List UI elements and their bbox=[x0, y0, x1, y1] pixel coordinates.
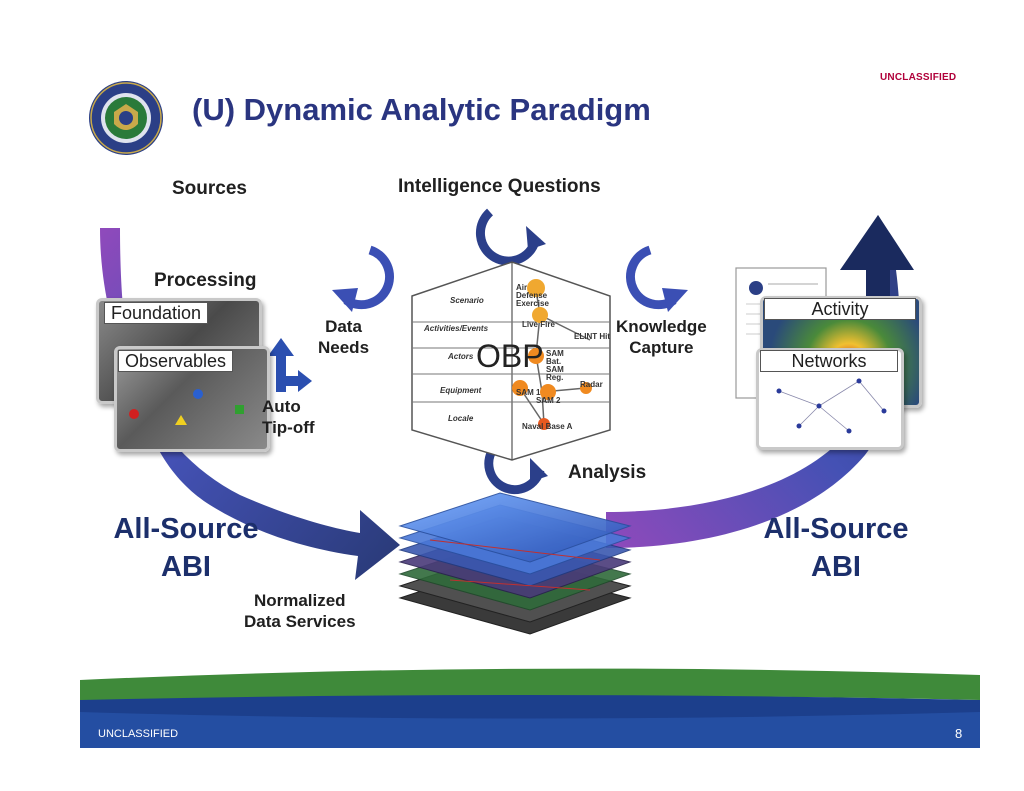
observable-marker-blue bbox=[193, 389, 203, 399]
left-flow-arrow bbox=[100, 228, 400, 580]
knowledge-capture-cycle-icon bbox=[626, 245, 688, 312]
analysis-label: Analysis bbox=[568, 462, 647, 483]
obp-text-layer: Scenario Activities/Events Actors Equipm… bbox=[412, 262, 612, 462]
auto-tipoff-arrow-icon bbox=[268, 338, 312, 392]
network-graph-icon bbox=[776, 378, 887, 434]
page-title: (U) Dynamic Analytic Paradigm bbox=[192, 92, 651, 127]
observable-marker-red bbox=[129, 409, 139, 419]
obp-row-activities: Activities/Events bbox=[424, 324, 489, 333]
intelligence-questions-label: Intelligence Questions bbox=[398, 176, 601, 197]
activity-label: Activity bbox=[764, 298, 916, 320]
obp-row-locale: Locale bbox=[448, 414, 474, 423]
observables-label: Observables bbox=[118, 350, 234, 372]
obp-node-label: SAM 1 bbox=[516, 388, 541, 397]
obp-node-label: ELINT Hit bbox=[574, 332, 610, 341]
intelligence-cycle-icon bbox=[475, 208, 546, 266]
obp-node-label: SAM Bat. SAM Reg. bbox=[546, 349, 564, 382]
observable-marker-green bbox=[235, 405, 244, 414]
agency-seal-icon bbox=[89, 81, 163, 155]
footer-banner bbox=[80, 668, 980, 748]
sources-label: Sources bbox=[172, 178, 247, 199]
foundation-label: Foundation bbox=[104, 302, 209, 324]
analysis-cycle-icon bbox=[484, 445, 548, 495]
obp-node-label: Air Defense Exercise bbox=[516, 283, 549, 308]
data-needs-cycle-icon bbox=[332, 245, 394, 312]
processing-label: Processing bbox=[154, 270, 257, 291]
obp-diagram bbox=[411, 261, 611, 461]
obp-node-label: SAM 2 bbox=[536, 396, 561, 405]
obp-row-scenario: Scenario bbox=[450, 296, 484, 305]
observable-marker-yellow bbox=[175, 415, 187, 425]
obp-center-label: OBP bbox=[476, 338, 544, 374]
obp-node-label: Radar bbox=[580, 380, 603, 389]
classification-banner-top: UNCLASSIFIED bbox=[880, 72, 957, 83]
networks-label: Networks bbox=[760, 350, 898, 372]
obp-node-label: Naval Base A bbox=[522, 422, 573, 431]
page-number: 8 bbox=[955, 726, 963, 741]
obp-row-equipment: Equipment bbox=[440, 386, 482, 395]
right-flow-arrow bbox=[606, 215, 912, 548]
obp-row-actors: Actors bbox=[448, 352, 474, 361]
data-layers-stack bbox=[398, 492, 632, 635]
classification-banner-bottom: UNCLASSIFIED bbox=[98, 728, 179, 740]
obp-node-label: Live Fire bbox=[522, 320, 555, 329]
